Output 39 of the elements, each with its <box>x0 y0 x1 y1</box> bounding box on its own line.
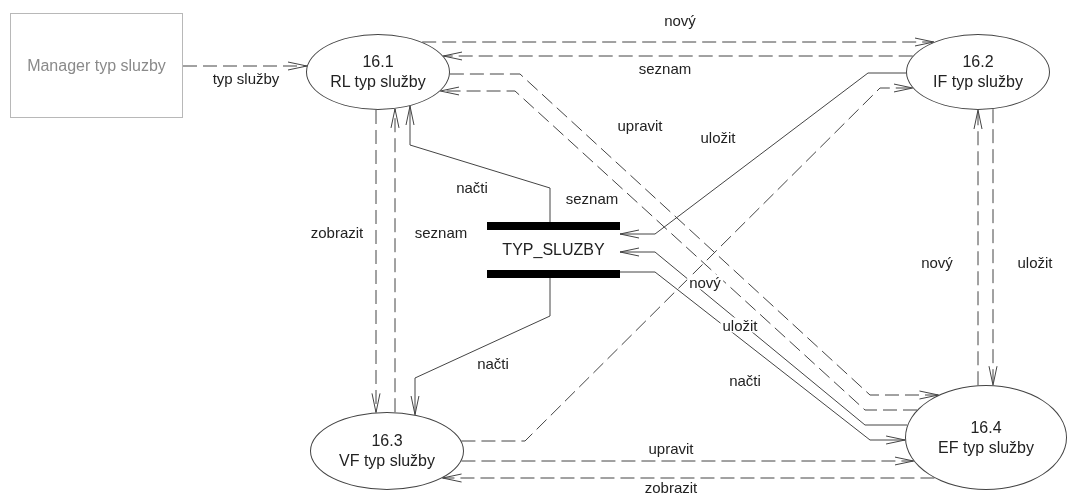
data-flow-arrow <box>405 105 551 223</box>
external-entity-box <box>10 13 183 118</box>
data-flow-arrow <box>460 456 915 466</box>
edge-label: uložit <box>1015 254 1055 270</box>
edge-label: uložit <box>720 317 760 333</box>
edge-label: nový <box>662 12 698 28</box>
data-store <box>487 222 620 278</box>
data-flow-arrow <box>619 247 908 426</box>
edge-label: upravit <box>646 440 696 456</box>
process-name: EF typ služby <box>938 437 1034 458</box>
process-name: VF typ služby <box>339 451 435 471</box>
edge-label: zobrazit <box>308 224 366 240</box>
process-name: IF typ služby <box>933 72 1023 92</box>
data-flow-arrow <box>442 473 935 483</box>
entity-name: Manager typ sluzby <box>27 55 166 76</box>
edge-label: nový <box>687 274 723 290</box>
process-number: 16.2 <box>962 52 994 72</box>
data-flow-arrow <box>988 108 998 386</box>
edge-label: upravit <box>615 117 665 133</box>
edge-label: načti <box>475 355 511 371</box>
data-flow-arrow <box>442 51 914 61</box>
data-flow-arrow <box>410 277 551 416</box>
edge-label: zobrazit <box>642 479 700 495</box>
process-number: 16.1 <box>362 52 394 72</box>
data-flow-arrow <box>973 109 983 386</box>
store-name: TYP_SLUZBY <box>502 240 605 260</box>
data-flow-arrow <box>619 271 906 445</box>
edge-label: načti <box>454 179 490 195</box>
data-flow-arrow <box>371 109 381 413</box>
process-name: RL typ služby <box>330 72 426 92</box>
data-flow-arrow <box>182 61 308 71</box>
edge-label: uložit <box>698 129 738 145</box>
data-flow-arrow <box>390 108 400 413</box>
process-number: 16.3 <box>371 431 403 451</box>
data-flow-arrow <box>619 72 907 239</box>
edge-label: načti <box>727 372 763 388</box>
edge-label: typ služby <box>210 70 282 86</box>
process-number: 16.4 <box>970 417 1002 438</box>
edge-label: nový <box>919 254 955 270</box>
